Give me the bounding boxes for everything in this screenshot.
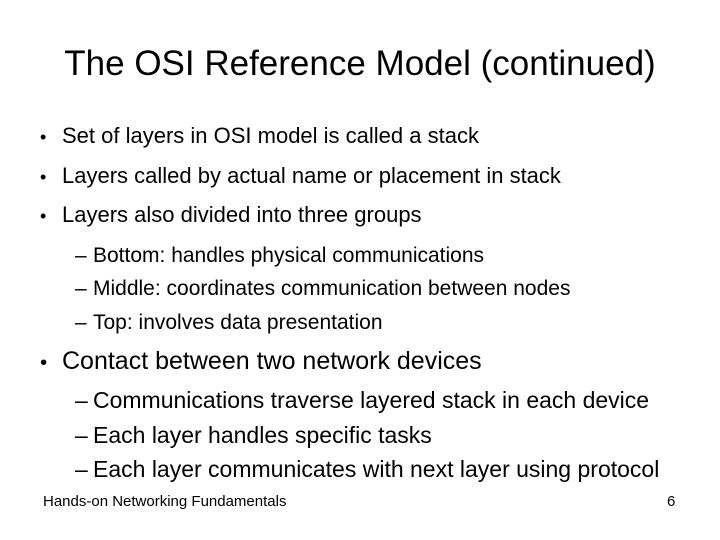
bullet-text: Bottom: handles physical communications (93, 243, 485, 267)
bullet-item: • Contact between two network devices (0, 341, 720, 383)
bullet-text: Set of layers in OSI model is called a s… (62, 123, 479, 148)
slide-title: The OSI Reference Model (continued) (64, 44, 656, 83)
sub-bullet-item: –Communications traverse layered stack i… (0, 383, 720, 418)
bullet-text: Each layer handles specific tasks (93, 421, 432, 448)
bullet-text: Communications traverse layered stack in… (93, 387, 650, 413)
dash-icon: – (75, 421, 88, 448)
sub-bullet-item: –Middle: coordinates communication betwe… (0, 272, 720, 306)
bullet-icon: • (40, 166, 47, 187)
bullet-item: • Layers also divided into three groups (0, 196, 720, 236)
dash-icon: – (75, 243, 87, 267)
dash-icon: – (75, 277, 87, 300)
bullet-text: Middle: coordinates communication betwee… (93, 277, 571, 300)
bullet-item: • Set of layers in OSI model is called a … (0, 117, 720, 157)
bullet-text: Layers also divided into three groups (62, 202, 422, 227)
dash-icon: – (75, 310, 87, 334)
sub-bullet-item: –Bottom: handles physical communications (0, 239, 720, 273)
page-number: 6 (667, 493, 676, 510)
bullet-list: • Set of layers in OSI model is called a … (0, 117, 720, 487)
bullet-text: Contact between two network devices (62, 347, 482, 375)
dash-icon: – (75, 387, 88, 413)
bullet-icon: • (40, 127, 47, 147)
bullet-icon: • (40, 351, 48, 374)
bullet-text: Each layer communicates with next layer … (93, 456, 660, 482)
bullet-text: Layers called by actual name or placemen… (62, 162, 561, 188)
sub-bullet-item: –Each layer handles specific tasks (0, 418, 720, 453)
bullet-icon: • (40, 206, 47, 226)
sub-bullet-item: –Top: involves data presentation (0, 306, 720, 340)
dash-icon: – (75, 456, 88, 482)
sub-bullet-item: –Each layer communicates with next layer… (0, 452, 720, 487)
bullet-text: Top: involves data presentation (93, 310, 383, 334)
footer-course-title: Hands-on Networking Fundamentals (43, 493, 287, 510)
bullet-item: • Layers called by actual name or placeme… (0, 157, 720, 197)
